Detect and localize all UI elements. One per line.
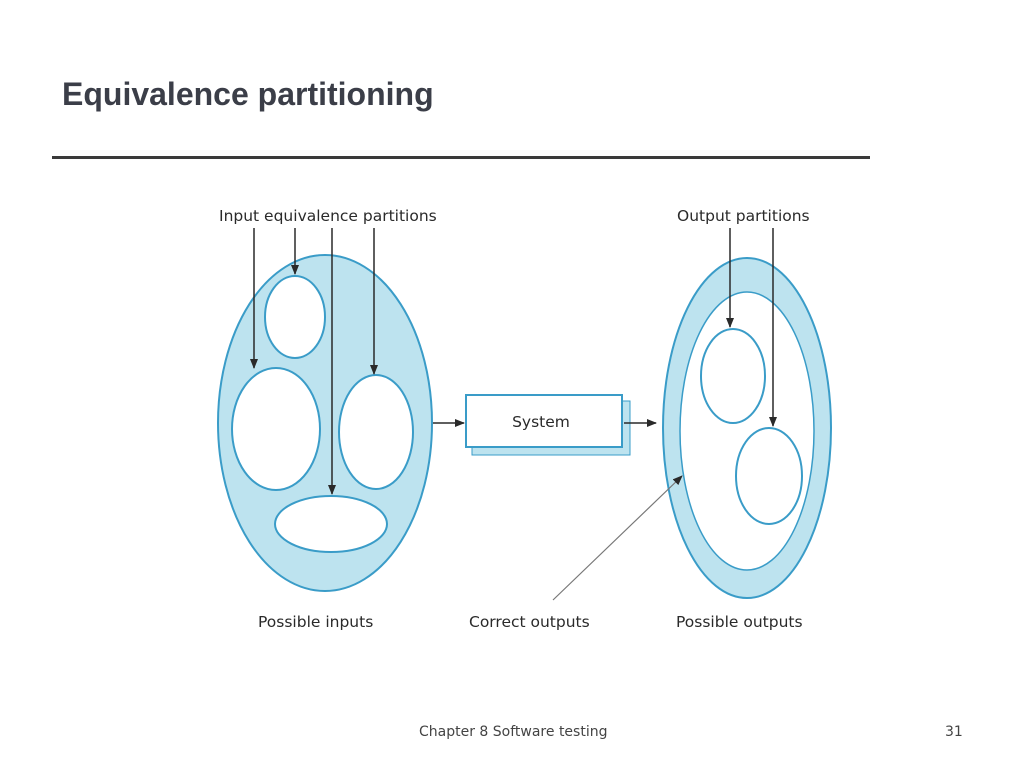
input-partition-left	[231, 367, 321, 491]
input-partition-arrows	[250, 228, 378, 495]
output-partition-arrows	[726, 228, 777, 427]
possible-outputs-label: Possible outputs	[676, 613, 803, 631]
system-label: System	[512, 413, 570, 431]
output-partition-lower	[735, 427, 803, 525]
title-divider	[52, 156, 870, 159]
correct-outputs-pointer	[552, 475, 683, 601]
possible-inputs-label: Possible inputs	[258, 613, 373, 631]
output-partitions-label: Output partitions	[677, 207, 810, 225]
page-number: 31	[945, 724, 963, 740]
input-partition-right	[338, 374, 414, 490]
correct-outputs-label: Correct outputs	[469, 613, 590, 631]
footer-chapter: Chapter 8 Software testing	[419, 724, 608, 740]
slide-title: Equivalence partitioning	[62, 76, 434, 112]
possible-inputs-set	[217, 254, 433, 592]
input-partition-top	[264, 275, 326, 359]
input-partition-bottom	[274, 495, 388, 553]
possible-outputs-set	[662, 257, 832, 599]
input-partitions-label: Input equivalence partitions	[219, 207, 437, 225]
output-partition-upper	[700, 328, 766, 424]
system-box: System	[465, 394, 631, 456]
